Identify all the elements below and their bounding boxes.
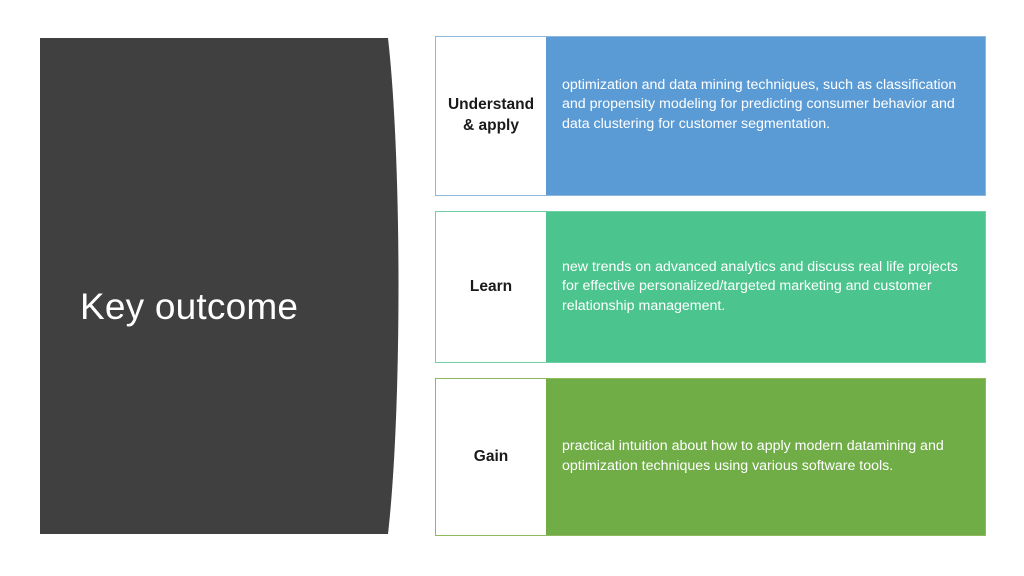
row-label-line-2: & apply (463, 117, 519, 134)
row-label-understand-apply: Understand & apply (436, 37, 546, 195)
row-body-gain: practical intuition about how to apply m… (546, 379, 985, 535)
banner-curved-shape (40, 38, 399, 534)
row-label-line-1: Understand (447, 96, 535, 114)
outcome-row-learn[interactable]: Learn new trends on advanced analytics a… (435, 211, 986, 363)
title-banner-shape: Key outcome (40, 38, 400, 534)
row-label-gain: Gain (436, 379, 546, 535)
row-body-learn: new trends on advanced analytics and dis… (546, 212, 985, 362)
row-label-learn: Learn (436, 212, 546, 362)
row-body-text: optimization and data mining techniques,… (562, 76, 957, 132)
row-body-understand-apply: optimization and data mining techniques,… (546, 37, 985, 195)
page-title: Key outcome (80, 286, 299, 327)
row-body-text: new trends on advanced analytics and dis… (562, 258, 958, 314)
outcome-row-understand-apply[interactable]: Understand & apply optimization and data … (435, 36, 986, 196)
row-body-text: practical intuition about how to apply m… (562, 438, 944, 474)
outcome-row-gain[interactable]: Gain practical intuition about how to ap… (435, 378, 986, 536)
row-label-text: Understand & apply (448, 95, 534, 137)
